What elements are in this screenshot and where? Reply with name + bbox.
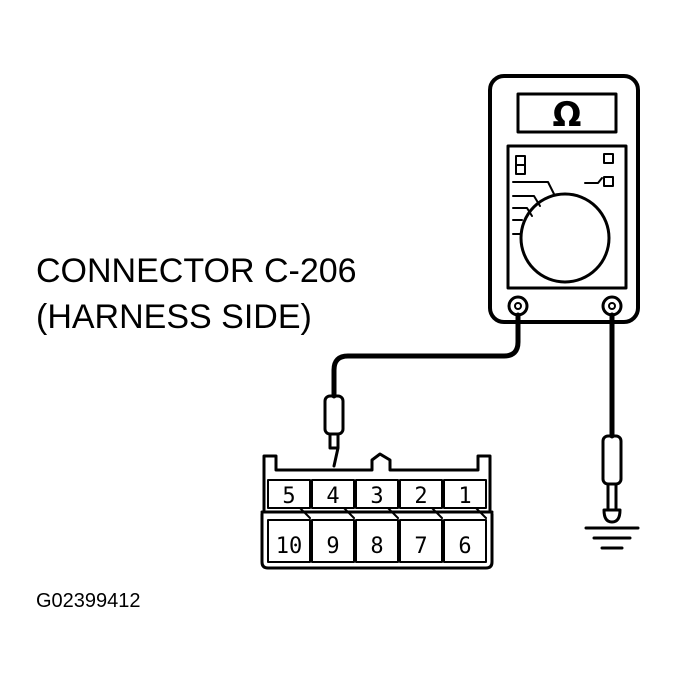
probe-positive-tip <box>328 432 340 468</box>
pin-label-4: 4 <box>326 484 339 509</box>
multimeter-rotary-dial <box>519 192 611 284</box>
pin-label-7: 7 <box>414 534 427 559</box>
jack-right <box>601 295 623 317</box>
dial-tick-marks <box>512 177 603 235</box>
cavity-pin-10 <box>267 519 311 563</box>
test-lead-positive <box>331 312 521 399</box>
jack-left-inner <box>514 302 522 310</box>
connector-body-top <box>262 452 492 512</box>
figure-code: G02399412 <box>36 590 141 612</box>
probe-negative-tip <box>602 482 622 524</box>
range-square-icon-1 <box>603 153 614 164</box>
range-square-icon-2 <box>603 176 614 187</box>
multimeter-dial-panel <box>506 144 628 290</box>
jack-left <box>507 295 529 317</box>
cavity-pin-9 <box>311 519 355 563</box>
pin-label-3: 3 <box>370 484 383 509</box>
pin-label-5: 5 <box>282 484 295 509</box>
pin-label-1: 1 <box>458 484 471 509</box>
probe-negative <box>601 434 623 486</box>
cavity-pin-8 <box>355 519 399 563</box>
multimeter-display <box>516 92 618 134</box>
connector-title: CONNECTOR C-206 (HARNESS SIDE) <box>36 248 357 340</box>
cavity-pin-6 <box>443 519 487 563</box>
cavity-pin-2 <box>399 479 443 519</box>
ohm-display-symbol: Ω <box>553 95 582 135</box>
cavity-pin-1 <box>443 479 487 519</box>
pin-label-2: 2 <box>414 484 427 509</box>
connector-title-line-1: CONNECTOR C-206 <box>36 252 357 290</box>
multimeter-body <box>488 74 640 324</box>
cavity-pin-7 <box>399 519 443 563</box>
jack-right-inner <box>608 302 616 310</box>
pin-label-10: 10 <box>276 534 303 559</box>
connector-title-line-2: (HARNESS SIDE) <box>36 298 312 336</box>
connector-body-bottom <box>260 512 494 570</box>
probe-positive <box>323 394 345 436</box>
pin-label-8: 8 <box>370 534 383 559</box>
cavity-pin-5 <box>267 479 311 519</box>
cavity-pin-4 <box>311 479 355 519</box>
cavity-pin-3 <box>355 479 399 519</box>
pin-label-9: 9 <box>326 534 339 559</box>
pin-label-6: 6 <box>458 534 471 559</box>
